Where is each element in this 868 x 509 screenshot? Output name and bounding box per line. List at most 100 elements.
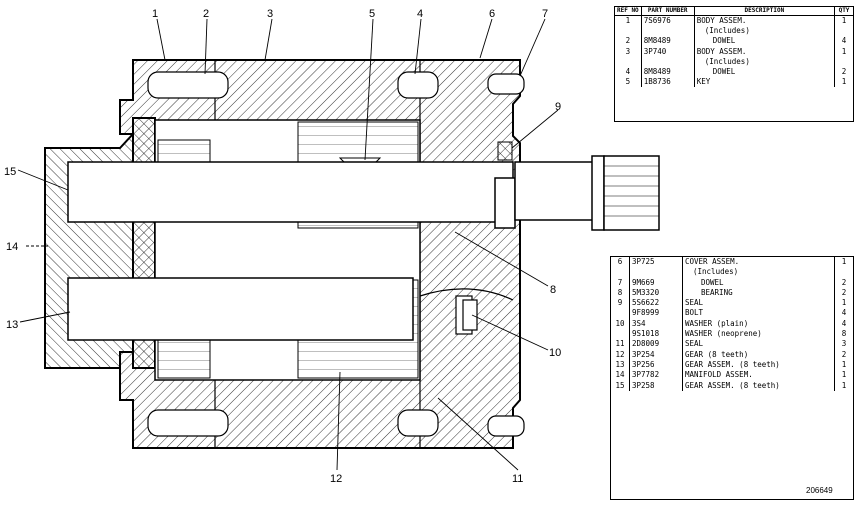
ref-no-cell: 5 [615,77,642,88]
part-number-cell: 2D8009 [629,339,683,350]
description-cell: GEAR ASSEM. (8 teeth) [682,359,835,371]
parts-row: (Includes) [615,26,854,37]
leader-lines [17,18,559,471]
part-number-cell: 3P258 [629,380,683,391]
callout-2: 2 [203,8,209,20]
callout-12: 12 [330,473,342,485]
description-cell: GEAR ASSEM. (8 teeth) [682,380,835,391]
ref-no-cell: 13 [611,359,630,371]
callout-8: 8 [550,284,556,296]
part-number-cell: 9F8999 [629,308,683,319]
part-number-cell: 8M8489 [641,67,695,78]
description-cell: MANIFOLD ASSEM. [682,370,835,381]
part-number-cell: 7S6976 [641,15,695,27]
quantity-cell: 4 [841,318,847,328]
header-description: DESCRIPTION [694,7,836,16]
part-number-cell: 1B8736 [641,77,695,88]
callout-9: 9 [555,101,561,113]
ref-no-cell: 15 [611,380,630,391]
part-number-cell: 5M3320 [629,287,683,299]
quantity-cell: 1 [841,16,847,25]
ref-no-cell: 1 [615,15,642,27]
callout-5: 5 [369,8,375,20]
ref-no-cell [615,26,642,37]
quantity-cell: 2 [841,67,847,77]
quantity-cell: 1 [841,380,847,390]
description-cell: (Includes) [694,26,836,37]
drawing-number: 206649 [806,486,833,495]
part-number-cell: 5S6622 [629,298,683,309]
driven-shaft [67,277,414,341]
ref-no-cell [611,267,630,278]
dowels [147,71,525,437]
callout-1: 1 [152,8,158,20]
quantity-cell: 4 [841,36,847,46]
description-cell: DOWEL [694,36,836,47]
part-number-cell: 8M8489 [641,36,695,47]
ref-no-cell [615,56,642,68]
quantity-cell: 1 [841,77,847,87]
bolt-and-washer [419,288,514,335]
description-cell: (Includes) [682,267,835,278]
ref-no-cell: 12 [611,349,630,360]
quantity-cell: 1 [841,370,847,380]
part-number-cell [641,26,695,37]
description-cell: KEY [694,77,836,88]
description-cell: SEAL [682,298,835,309]
description-cell: DOWEL [682,277,835,288]
ref-no-cell: 14 [611,370,630,381]
callout-13: 13 [6,319,18,331]
part-number-cell: 3S4 [629,318,683,330]
description-cell: BODY ASSEM. [694,15,836,27]
callout-10: 10 [549,347,561,359]
part-number-cell: 3P254 [629,349,683,360]
quantity-cell: 1 [841,298,847,308]
callout-14: 14 [6,241,18,253]
quantity-cell [835,26,854,36]
description-cell: BEARING [682,287,835,299]
description-cell: BODY ASSEM. [694,46,836,57]
callout-11: 11 [512,473,523,485]
description-cell: DOWEL [694,67,836,78]
description-cell: SEAL [682,339,835,350]
description-cell: GEAR (8 teeth) [682,349,835,360]
drive-shaft [67,155,660,231]
description-cell: (Includes) [694,56,836,68]
ref-no-cell: 10 [611,318,630,330]
quantity-cell: 2 [841,277,847,287]
description-cell: BOLT [682,308,835,319]
parts-row: (Includes) [611,267,854,278]
quantity-cell [835,57,854,67]
ref-no-cell: 4 [615,67,642,78]
part-number-cell: 3P256 [629,359,683,371]
quantity-cell: 1 [841,257,847,266]
part-number-cell: 3P740 [641,46,695,57]
ref-no-cell: 7 [611,277,630,288]
ref-no-cell [611,329,630,340]
quantity-cell: 2 [841,287,847,297]
shaft-splines [604,165,659,217]
callout-labels: 1 2 3 4 5 6 7 8 9 10 11 12 13 14 15 [4,8,561,485]
quantity-cell [835,267,854,277]
quantity-cell: 3 [841,339,847,349]
shaft-seal [497,141,513,161]
gear-cavity [154,119,421,381]
ref-no-cell: 2 [615,36,642,47]
part-number-cell: 3P725 [629,257,683,268]
callout-15: 15 [4,166,16,178]
